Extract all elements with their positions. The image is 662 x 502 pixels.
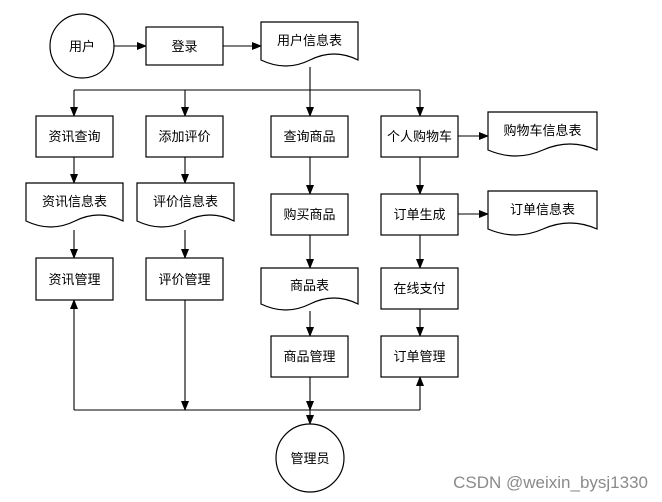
doc-product-table-label: 商品表 <box>290 279 329 294</box>
node-order-manage-label: 订单管理 <box>393 350 445 365</box>
node-review-manage-label: 评价管理 <box>158 273 210 288</box>
node-personal-cart: 个人购物车 <box>380 115 459 158</box>
node-online-pay: 在线支付 <box>380 267 459 310</box>
node-news-manage: 资讯管理 <box>35 257 114 301</box>
doc-order-info-table-label: 订单信息表 <box>510 202 575 218</box>
node-online-pay-label: 在线支付 <box>393 282 445 297</box>
node-buy-product: 购买商品 <box>270 193 349 236</box>
node-add-review: 添加评价 <box>145 115 224 158</box>
doc-news-info-table: 资讯信息表 <box>25 182 124 228</box>
node-query-product-label: 查询商品 <box>283 130 335 145</box>
doc-product-table: 商品表 <box>260 267 359 311</box>
doc-cart-info-table: 购物车信息表 <box>487 111 598 157</box>
doc-review-info-table: 评价信息表 <box>136 182 235 228</box>
doc-cart-info-table-label: 购物车信息表 <box>503 123 581 139</box>
node-add-review-label: 添加评价 <box>158 130 210 145</box>
connectors <box>70 42 489 425</box>
node-review-manage: 评价管理 <box>145 257 224 301</box>
node-admin-label: 管理员 <box>290 452 329 467</box>
node-news-manage-label: 资讯管理 <box>48 273 100 288</box>
node-buy-product-label: 购买商品 <box>283 207 335 223</box>
node-order-generate-label: 订单生成 <box>393 208 445 223</box>
node-news-query: 资讯查询 <box>35 115 114 158</box>
node-product-manage-label: 商品管理 <box>283 350 335 365</box>
node-user: 用户 <box>49 13 115 79</box>
node-query-product: 查询商品 <box>270 115 349 158</box>
node-news-query-label: 资讯查询 <box>48 130 100 145</box>
node-user-label: 用户 <box>69 39 95 55</box>
node-product-manage: 商品管理 <box>270 335 349 378</box>
node-login-label: 登录 <box>171 40 197 55</box>
doc-news-info-table-label: 资讯信息表 <box>42 194 107 210</box>
doc-order-info-table: 订单信息表 <box>487 190 598 236</box>
watermark: CSDN @weixin_bysj1330 <box>453 473 648 492</box>
node-order-generate: 订单生成 <box>380 193 459 236</box>
node-login: 登录 <box>145 26 224 66</box>
node-order-manage: 订单管理 <box>380 335 459 378</box>
node-admin: 管理员 <box>275 423 345 493</box>
doc-review-info-table-label: 评价信息表 <box>153 194 218 210</box>
doc-user-info-table: 用户信息表 <box>260 21 359 67</box>
node-personal-cart-label: 个人购物车 <box>387 129 452 145</box>
doc-user-info-table-label: 用户信息表 <box>277 33 342 49</box>
